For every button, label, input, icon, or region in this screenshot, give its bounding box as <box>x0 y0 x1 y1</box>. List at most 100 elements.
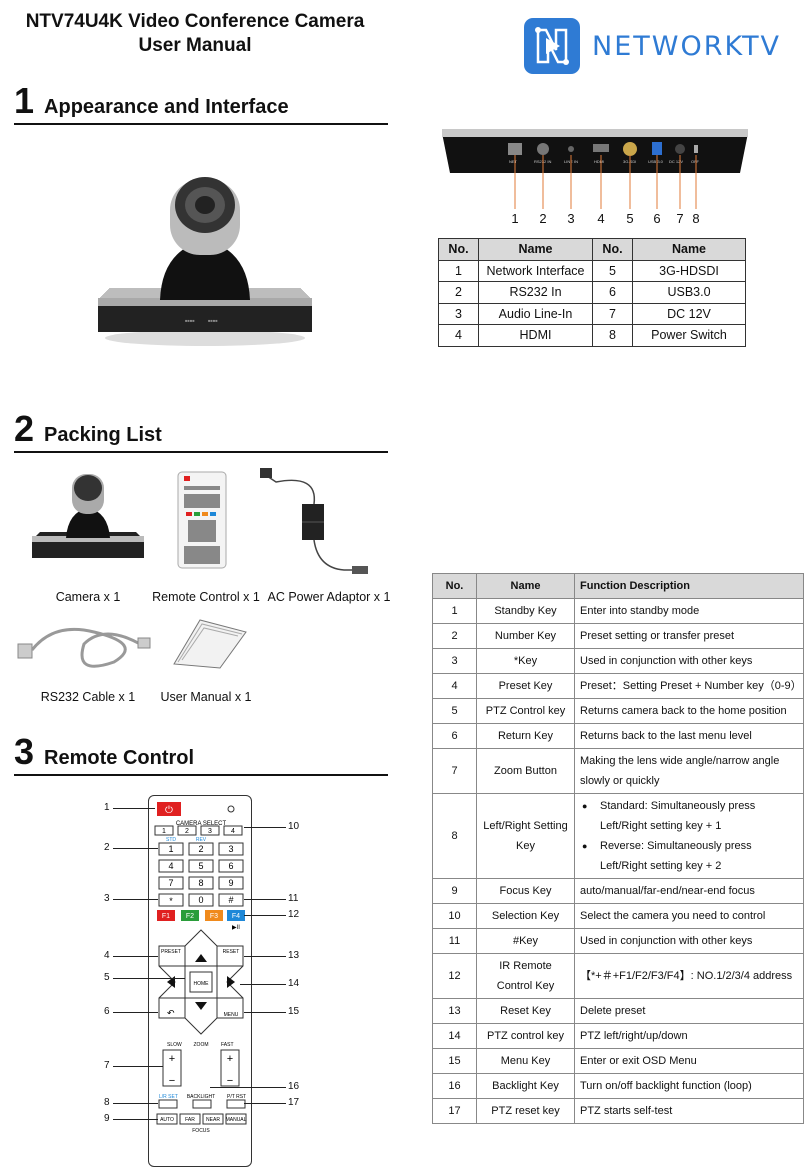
camera-select-label: CAMERA SELECT <box>176 821 227 827</box>
number-key: 0 <box>198 895 203 905</box>
focus-manual-key: MANUAL <box>226 1117 247 1123</box>
row-name: *Key <box>476 648 575 674</box>
remote-callout: 4 <box>104 950 110 961</box>
rev-label: REV <box>196 837 207 843</box>
row-number: 13 <box>432 998 477 1024</box>
svg-text:−: − <box>227 1075 233 1087</box>
row-description: Returns back to the last menu level <box>574 723 804 749</box>
table-header: No. <box>432 573 477 599</box>
callout-line <box>244 1103 286 1104</box>
number-key: 4 <box>168 861 173 871</box>
packing-cable-image <box>14 614 154 674</box>
remote-callout: 7 <box>104 1060 110 1071</box>
row-description: Making the lens wide angle/narrow angle … <box>574 748 804 794</box>
table-cell: 8 <box>592 324 633 347</box>
number-key: 8 <box>198 878 203 888</box>
table-cell: 7 <box>592 302 633 325</box>
row-number: 17 <box>432 1098 477 1124</box>
table-cell: 2 <box>438 281 479 304</box>
number-key: 6 <box>228 861 233 871</box>
brand-logo: NETWORKTV <box>524 18 781 74</box>
table-header: Name <box>476 573 575 599</box>
callout-line <box>113 808 155 809</box>
row-name: PTZ reset key <box>476 1098 575 1124</box>
packing-camera-image <box>28 470 148 565</box>
bullet-item: Reverse: Simultaneously press Left/Right… <box>580 836 798 876</box>
number-key: 5 <box>198 861 203 871</box>
callout-line <box>113 1119 158 1120</box>
svg-text:■■■■: ■■■■ <box>208 318 218 323</box>
row-description: auto/manual/far-end/near-end focus <box>574 878 804 904</box>
cam-key: 2 <box>185 828 189 835</box>
row-number: 1 <box>432 598 477 624</box>
std-label: STD <box>166 837 176 843</box>
row-number: 9 <box>432 878 477 904</box>
table-cell: Power Switch <box>632 324 746 347</box>
row-number: 15 <box>432 1048 477 1074</box>
section-heading-3: 3 Remote Control <box>14 733 388 776</box>
svg-text:+: + <box>169 1053 175 1065</box>
remote-callout: 3 <box>104 893 110 904</box>
row-number: 6 <box>432 723 477 749</box>
zoom-slow-label: SLOW <box>167 1042 182 1048</box>
table-cell: Audio Line-In <box>478 302 593 325</box>
packing-adaptor-image <box>258 464 378 579</box>
remote-callout: 14 <box>288 978 300 989</box>
table-cell: 1 <box>438 259 479 282</box>
callout-line <box>210 1087 286 1088</box>
row-number: 16 <box>432 1073 477 1099</box>
callout-number: 2 <box>539 211 546 225</box>
callout-number: 6 <box>653 211 660 225</box>
number-key: 3 <box>228 844 233 854</box>
hash-key: # <box>228 895 233 905</box>
backlight-label: BACKLIGHT <box>187 1094 215 1100</box>
table-header: Function Description <box>574 573 804 599</box>
row-description: Enter or exit OSD Menu <box>574 1048 804 1074</box>
port-label: HDMI <box>594 159 604 164</box>
row-name: PTZ Control key <box>476 698 575 724</box>
row-description: Used in conjunction with other keys <box>574 928 804 954</box>
remote-callout: 6 <box>104 1006 110 1017</box>
packing-manual-image <box>170 614 250 670</box>
row-name: Return Key <box>476 723 575 749</box>
focus-near-key: NEAR <box>206 1117 220 1123</box>
table-cell: Network Interface <box>478 259 593 282</box>
focus-far-key: FAR <box>185 1117 195 1123</box>
section-title: Appearance and Interface <box>44 96 289 118</box>
row-number: 3 <box>432 648 477 674</box>
row-description: Turn on/off backlight function (loop) <box>574 1073 804 1099</box>
number-key: 7 <box>168 878 173 888</box>
callout-line <box>113 1103 158 1104</box>
focus-auto-key: AUTO <box>160 1117 174 1123</box>
menu-key: MENU <box>224 1012 239 1018</box>
table-cell: 6 <box>592 281 633 304</box>
table-cell: USB3.0 <box>632 281 746 304</box>
caption-cable: RS232 Cable x 1 <box>40 690 136 704</box>
port-label: NET <box>509 159 518 164</box>
port-label: OFF <box>691 159 700 164</box>
row-description: 【*+＃+F1/F2/F3/F4】: NO.1/2/3/4 address <box>574 953 804 999</box>
f3-key: F3 <box>210 913 218 920</box>
row-name: Number Key <box>476 623 575 649</box>
row-number: 14 <box>432 1023 477 1049</box>
remote-callout: 5 <box>104 972 110 983</box>
row-description: Standard: Simultaneously press Left/Righ… <box>574 793 804 879</box>
focus-label: FOCUS <box>192 1128 210 1134</box>
row-name: Left/Right Setting Key <box>476 793 575 879</box>
star-key: * <box>169 896 173 906</box>
row-name: Preset Key <box>476 673 575 699</box>
logo-icon <box>524 18 580 74</box>
table-cell: 3G-HDSDI <box>632 259 746 282</box>
remote-callout: 11 <box>288 893 299 904</box>
